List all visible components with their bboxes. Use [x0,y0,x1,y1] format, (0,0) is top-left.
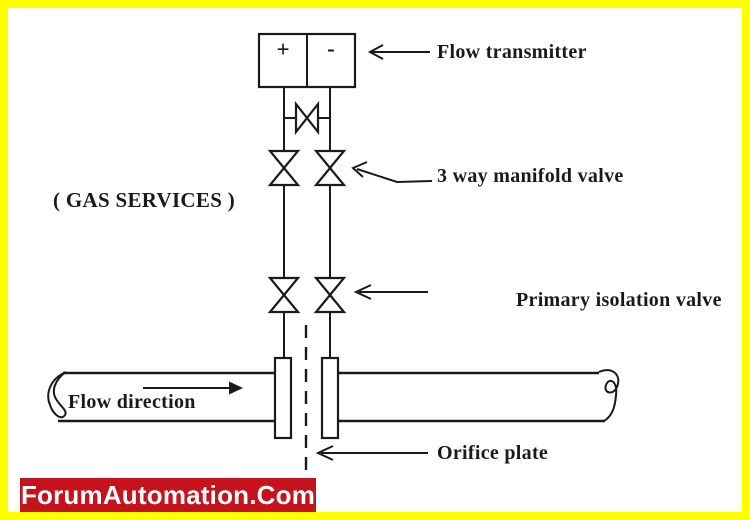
label-manifold-valve: 3 way manifold valve [437,165,624,187]
watermark-banner: ForumAutomation.Com [20,478,316,512]
label-gas-services: ( GAS SERVICES ) [53,188,236,212]
label-primary-isolation-valve: Primary isolation valve [516,289,722,311]
watermark-text: ForumAutomation.Com [20,480,316,510]
manifold-valve-left-symbol [267,149,301,187]
flange-left [273,356,293,440]
equalizing-valve-symbol [284,100,330,136]
pipe-break-right [598,369,620,422]
label-flow-transmitter: Flow transmitter [437,41,587,63]
isolation-valve-pointer-arrow [353,284,428,300]
transmitter-minus-port-label: - [327,36,335,61]
pipe-break-left [47,371,67,419]
isolation-valve-left-symbol [267,276,301,314]
flange-right [320,356,340,440]
label-flow-direction: Flow direction [68,391,196,413]
manifold-valve-pointer-arrow [351,161,433,184]
isolation-valve-right-symbol [313,276,347,314]
flow-transmitter-symbol [257,32,357,89]
transmitter-plus-port-label: + [276,37,290,62]
label-orifice-plate: Orifice plate [437,442,549,464]
flow-direction-arrow [143,381,243,395]
process-pipe [47,369,620,423]
impulse-lines [283,87,331,358]
manifold-valve-right-symbol [313,149,347,187]
orifice-plate-pointer-arrow [315,445,428,461]
flow-transmitter-pointer-arrow [367,44,430,60]
